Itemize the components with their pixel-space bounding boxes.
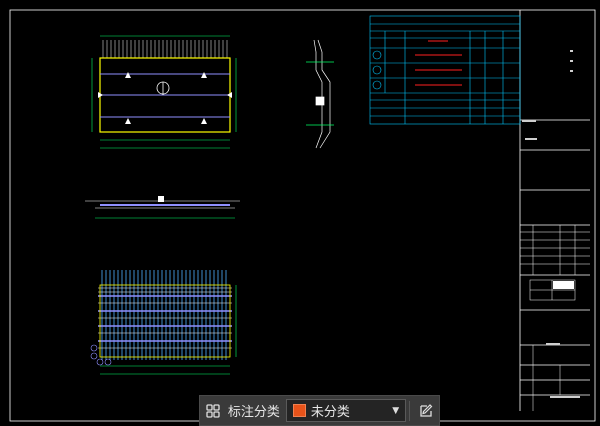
annotation-toolbar: 标注分类 未分类 ▼: [199, 395, 440, 426]
rebar-table-shapes: [415, 40, 462, 86]
grid-icon-glyph: [206, 403, 220, 418]
title-block-marks: [522, 50, 580, 398]
slab-elevation: [85, 196, 240, 219]
toolbar-divider: [409, 400, 411, 421]
plan-rebar-ticks: [102, 40, 228, 58]
rebar-schedule-table: [369, 15, 521, 125]
layout-slab-outline: [99, 284, 231, 358]
title-block-fill: [553, 281, 574, 289]
chevron-down-icon: ▼: [392, 405, 400, 416]
plan-bars: [100, 73, 230, 118]
category-color-swatch: [292, 404, 306, 417]
annotation-category-label: 标注分类: [227, 405, 280, 420]
slab-plan-view: [91, 35, 237, 149]
plan-lifting-markers: [98, 72, 232, 124]
title-block: [520, 50, 590, 411]
layout-dimension-lines: [100, 285, 237, 375]
edit-icon-glyph: [420, 403, 433, 417]
layout-steel-bars: [98, 295, 232, 342]
layout-callouts: [90, 344, 112, 366]
category-dropdown-value: 未分类: [310, 405, 350, 420]
plan-dimension-lines: [91, 35, 237, 149]
slab-reinforcement-layout: [90, 270, 237, 375]
title-block-cells: [520, 225, 590, 411]
edit-icon[interactable]: [413, 396, 439, 425]
drawing-frame: [9, 9, 596, 422]
category-dropdown[interactable]: 未分类 ▼: [285, 399, 407, 422]
slab-side-section: [306, 39, 334, 149]
grid-icon[interactable]: [200, 396, 226, 425]
layout-horizontal-bars: [98, 287, 232, 349]
layout-vertical-bars: [101, 270, 227, 360]
